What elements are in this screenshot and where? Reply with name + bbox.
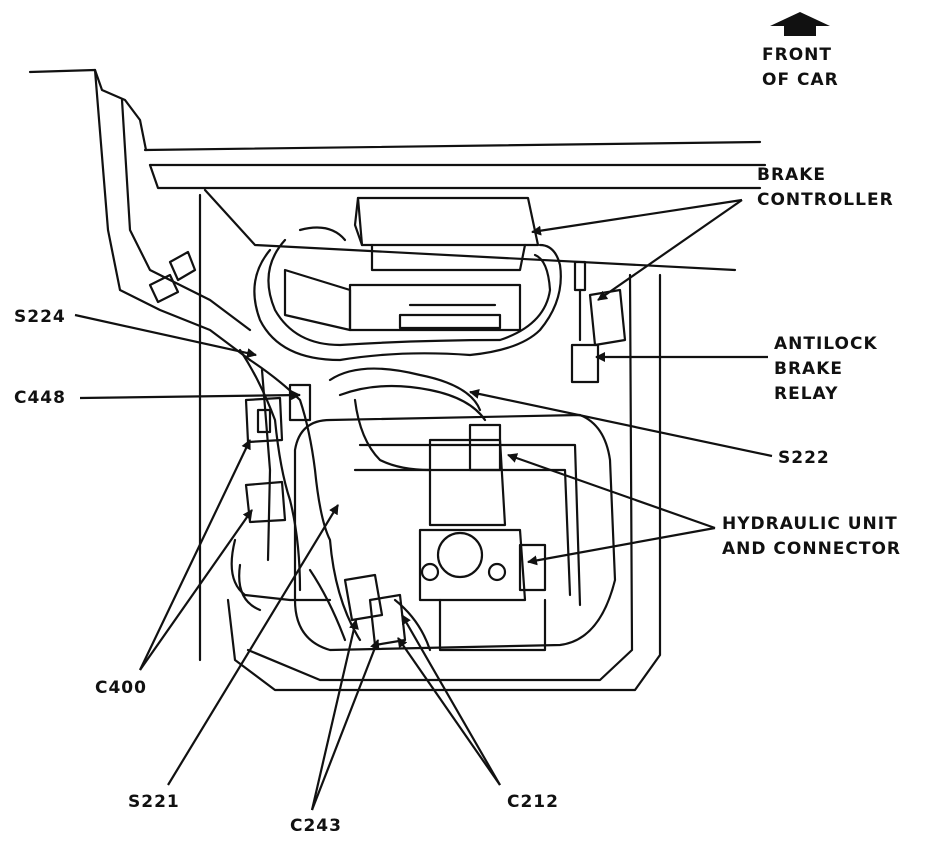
callout-c400: C400 [95,678,147,698]
callout-hydraulic-unit-and-connector: HYDRAULIC UNIT AND CONNECTOR [722,514,902,559]
callout-s222: S222 [778,448,830,468]
callout-antilock-brake-relay: ANTILOCK BRAKE RELAY [774,334,878,404]
front-of-car-label: FRONT OF CAR [762,45,839,90]
callout-c212: C212 [507,792,559,812]
callout-s221: S221 [128,792,180,812]
callout-s224: S224 [14,307,66,327]
callout-c448: C448 [14,388,66,408]
callout-c243: C243 [290,816,342,836]
callout-brake-controller: BRAKE CONTROLLER [757,165,894,210]
